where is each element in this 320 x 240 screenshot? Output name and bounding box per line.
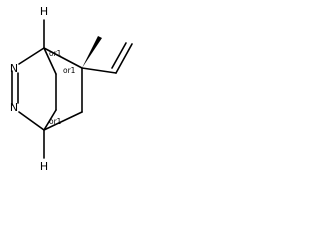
bond-c1-c7 xyxy=(43,47,57,75)
stereo-label-c4: or1 xyxy=(49,117,62,126)
bond-vinyl-double-inner xyxy=(111,42,127,69)
stereo-label-c5: or1 xyxy=(63,66,76,75)
bond-c5-methyl-wedge xyxy=(82,36,102,68)
atom-h-bottom: H xyxy=(40,160,48,173)
stereo-label-c1: or1 xyxy=(49,49,62,58)
bond-c1-c5 xyxy=(43,47,83,69)
atom-n-lower: N xyxy=(10,101,18,114)
bond-vinyl-double-outer xyxy=(115,43,133,74)
bond-c1-n-upper xyxy=(18,47,45,65)
bond-c6-c4 xyxy=(43,111,83,131)
bond-c8-c4 xyxy=(43,109,57,131)
chemical-structure-diagram: H H N N or1 or1 or1 xyxy=(10,5,133,173)
atom-h-top: H xyxy=(40,5,48,18)
bond-c5-vinyl xyxy=(81,67,117,74)
atom-n-upper: N xyxy=(10,62,18,75)
bond-n-lower-c4 xyxy=(18,111,45,131)
